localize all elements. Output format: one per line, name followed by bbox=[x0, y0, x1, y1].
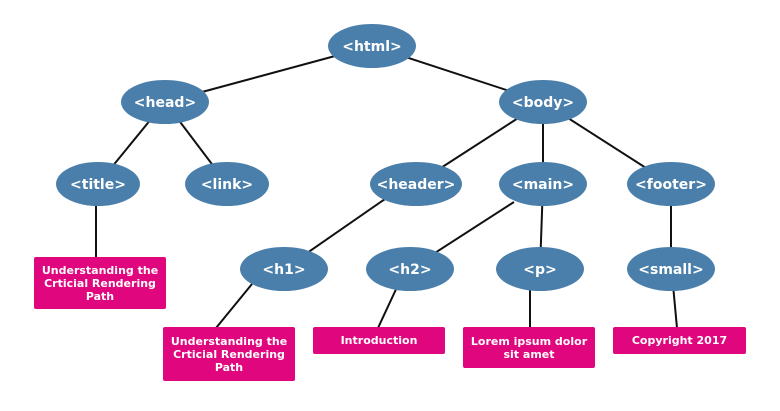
node-head: <head> bbox=[121, 80, 209, 124]
text-box-p: Lorem ipsum dolor sit amet bbox=[463, 327, 595, 368]
node-h2: <h2> bbox=[366, 247, 454, 291]
node-h1-label: <h1> bbox=[262, 262, 305, 278]
text-box-h2: Introduction bbox=[313, 327, 445, 354]
node-footer: <footer> bbox=[627, 162, 715, 206]
node-title-label: <title> bbox=[70, 177, 126, 193]
text-box-h1: Understanding the Crticial Rendering Pat… bbox=[163, 327, 295, 381]
node-footer-label: <footer> bbox=[635, 177, 707, 193]
edge-h2-text bbox=[377, 284, 399, 329]
node-body-label: <body> bbox=[512, 95, 574, 111]
node-body: <body> bbox=[499, 80, 587, 124]
node-html-label: <html> bbox=[342, 39, 402, 55]
node-main: <main> bbox=[499, 162, 587, 206]
node-small: <small> bbox=[627, 247, 715, 291]
node-link: <link> bbox=[185, 162, 269, 206]
node-p-label: <p> bbox=[523, 262, 556, 278]
node-html: <html> bbox=[328, 24, 416, 68]
nodes: <html> <head> <body> <title> <link> <hea… bbox=[56, 24, 715, 291]
node-header: <header> bbox=[370, 162, 462, 206]
node-head-label: <head> bbox=[134, 95, 196, 111]
node-main-label: <main> bbox=[512, 177, 574, 193]
node-header-label: <header> bbox=[377, 177, 456, 193]
node-h2-label: <h2> bbox=[388, 262, 431, 278]
edge-small-text bbox=[672, 284, 678, 329]
edge-h1-text bbox=[215, 283, 253, 329]
text-box-small: Copyright 2017 bbox=[613, 327, 746, 354]
node-title: <title> bbox=[56, 162, 140, 206]
text-box-title: Understanding the Crticial Rendering Pat… bbox=[34, 257, 166, 309]
node-p: <p> bbox=[496, 247, 584, 291]
node-small-label: <small> bbox=[638, 262, 703, 278]
node-h1: <h1> bbox=[240, 247, 328, 291]
node-link-label: <link> bbox=[201, 177, 253, 193]
